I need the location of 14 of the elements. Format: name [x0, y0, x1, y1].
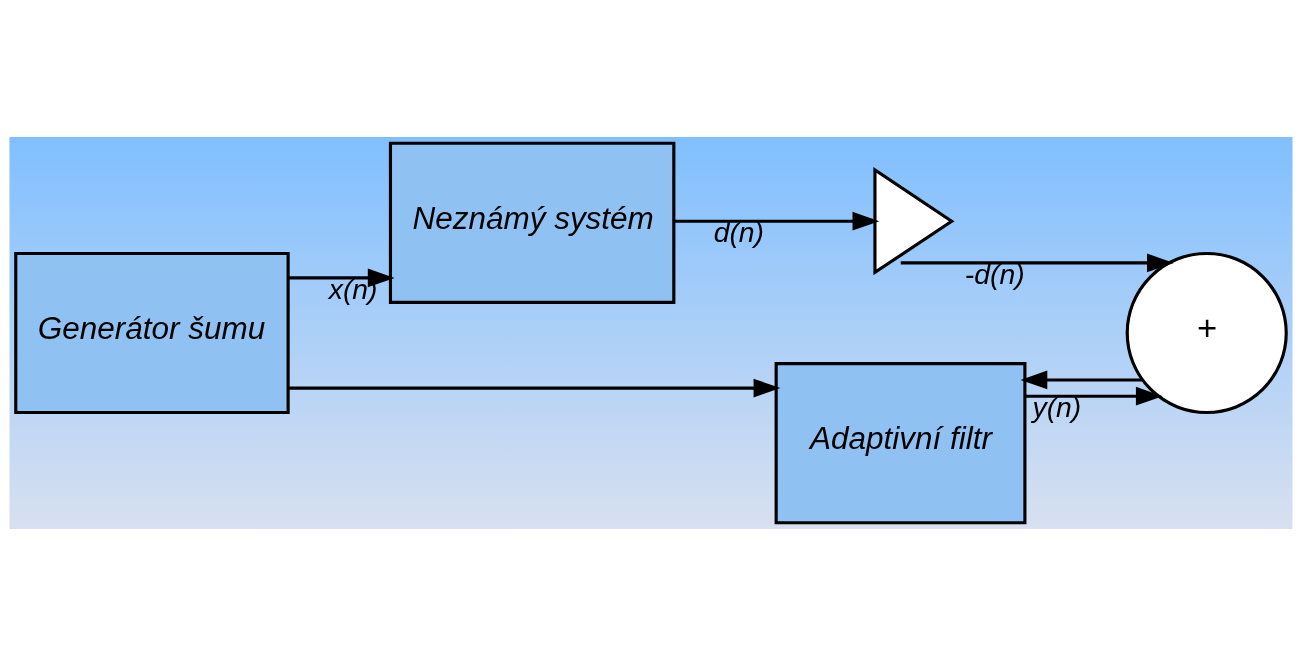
edge-label: y(n) [1032, 390, 1082, 423]
arrow [1025, 386, 1163, 406]
edge-label: -d(n) [964, 257, 1025, 290]
arrow [288, 268, 395, 287]
node-box: Adaptivní filtr [774, 361, 1027, 524]
node-triangle [873, 166, 955, 275]
arrow [674, 211, 880, 231]
arrow [900, 253, 1174, 272]
edge-label: x(n) [328, 272, 378, 305]
node-box: Generátor šumu [14, 251, 290, 414]
edge-label: d(n) [713, 215, 765, 248]
node-box: Neznámý systém [388, 141, 676, 304]
arrow [288, 378, 781, 397]
arrow [1020, 370, 1143, 389]
